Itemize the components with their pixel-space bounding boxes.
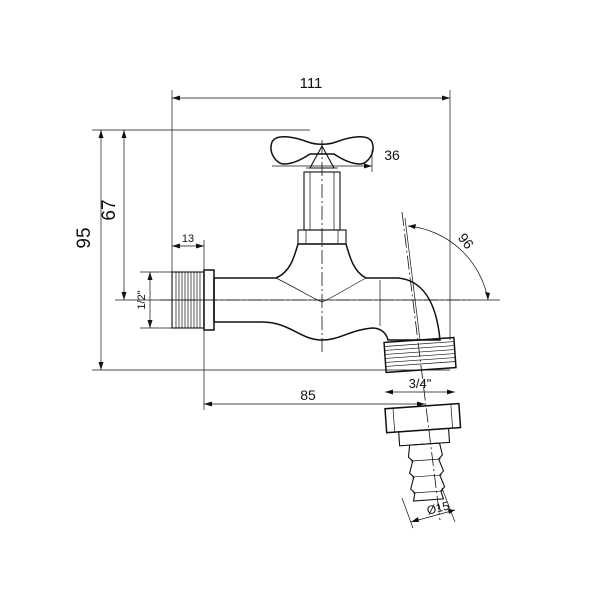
outlet-thread-lines [384,341,456,367]
dim-outlet-reach: 85 [300,387,316,403]
dim-handle-width: 36 [384,147,400,163]
dim-inlet-thread: 1/2" [136,290,148,309]
dimension-labels: 111 36 95 67 13 1/2" 96 3/4" 85 Ø15 [74,75,477,518]
thread-lines [175,272,201,328]
dim-spout-angle: 96 [455,230,477,252]
dim-spout-height: 67 [99,199,120,220]
dim-thread-length: 13 [182,233,194,245]
dim-overall-width: 111 [300,75,323,92]
center-lines [160,140,470,521]
tap-body [171,136,457,374]
dim-hose-diameter: Ø15 [425,499,451,518]
dim-outlet-thread: 3/4" [409,376,432,391]
dim-overall-height: 95 [74,227,95,248]
hose-connector [384,402,462,502]
dimension-lines [98,95,490,529]
